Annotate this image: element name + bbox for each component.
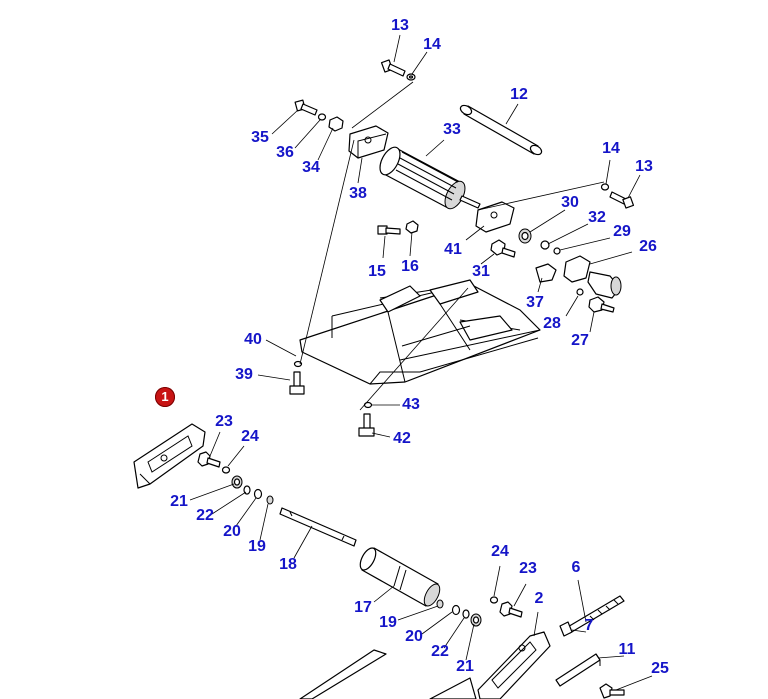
seal-30 [518, 228, 532, 244]
housing-26 [563, 255, 622, 299]
ring-19-left [266, 495, 274, 505]
callout-19-left[interactable]: 19 [248, 538, 266, 555]
callout-30[interactable]: 30 [561, 194, 579, 211]
bolt-35 [294, 99, 318, 116]
shaft-12 [459, 104, 543, 156]
main-part-badge[interactable]: 1 [155, 387, 175, 407]
callout-19-right[interactable]: 19 [379, 614, 397, 631]
bolt-23-left [197, 451, 221, 468]
callout-6[interactable]: 6 [571, 559, 581, 576]
callout-17[interactable]: 17 [354, 599, 372, 616]
washer-14-right [600, 183, 610, 191]
callout-32[interactable]: 32 [588, 209, 606, 226]
side-plate-1 [133, 423, 206, 489]
callout-13-upper[interactable]: 13 [391, 17, 409, 34]
callout-42[interactable]: 42 [393, 430, 411, 447]
main-frame [299, 279, 541, 385]
callout-22-left[interactable]: 22 [196, 507, 214, 524]
washer-24-left [221, 466, 231, 474]
washer-16 [405, 220, 419, 234]
bolt-39 [289, 371, 305, 395]
ring-20-right [451, 604, 461, 616]
ring-19-right [436, 599, 444, 609]
roller-17 [359, 547, 441, 607]
callout-12[interactable]: 12 [510, 86, 528, 103]
washer-36 [317, 113, 327, 121]
callout-11[interactable]: 11 [618, 641, 636, 658]
callout-38[interactable]: 38 [349, 185, 367, 202]
callout-20-right[interactable]: 20 [405, 628, 423, 645]
roller-33 [379, 146, 481, 210]
bolt-13-right [609, 191, 635, 209]
callout-13-right[interactable]: 13 [635, 158, 653, 175]
callout-23-right[interactable]: 23 [519, 560, 537, 577]
callout-43[interactable]: 43 [402, 396, 420, 413]
fitting-37 [535, 263, 557, 283]
bottom-plate [429, 677, 477, 699]
callout-34[interactable]: 34 [302, 159, 320, 176]
leader-lines-lower [189, 431, 653, 691]
washer-40 [293, 360, 303, 368]
washer-14-upper [406, 73, 416, 81]
bolt-23-right [499, 601, 523, 618]
callout-23-left[interactable]: 23 [215, 413, 233, 430]
callout-35[interactable]: 35 [251, 129, 269, 146]
callout-21-left[interactable]: 21 [170, 493, 188, 510]
callout-36[interactable]: 36 [276, 144, 294, 161]
ring-22-right [462, 609, 470, 619]
bolt-42 [358, 413, 375, 437]
callout-41[interactable]: 41 [444, 241, 462, 258]
callout-20-left[interactable]: 20 [223, 523, 241, 540]
bolt-15 [377, 225, 401, 235]
side-plate-2 [477, 631, 551, 699]
callout-14-right[interactable]: 14 [602, 140, 620, 157]
shaft-18 [279, 507, 357, 547]
callout-7[interactable]: 7 [584, 617, 594, 634]
seal-21-right [470, 613, 482, 627]
bottom-bar [299, 649, 387, 699]
callout-16[interactable]: 16 [401, 258, 419, 275]
bolt-25 [599, 683, 625, 699]
callout-2[interactable]: 2 [534, 590, 544, 607]
callout-27[interactable]: 27 [571, 332, 589, 349]
nut-34 [328, 116, 344, 132]
ring-20-left [253, 488, 263, 500]
callout-24-left[interactable]: 24 [241, 428, 259, 445]
leader-lines-upper [257, 34, 641, 438]
callout-40[interactable]: 40 [244, 331, 262, 348]
callout-31[interactable]: 31 [472, 263, 490, 280]
callout-14-upper[interactable]: 14 [423, 36, 441, 53]
callout-22-right[interactable]: 22 [431, 643, 449, 660]
washer-24-right [489, 596, 499, 604]
callout-18[interactable]: 18 [279, 556, 297, 573]
callout-28[interactable]: 28 [543, 315, 561, 332]
callout-21-right[interactable]: 21 [456, 658, 474, 675]
callout-33[interactable]: 33 [443, 121, 461, 138]
bracket-41 [475, 201, 515, 233]
bar-11 [555, 653, 601, 687]
callout-24-right[interactable]: 24 [491, 543, 509, 560]
ring-28 [576, 288, 584, 296]
ring-32 [540, 240, 550, 250]
bolt-13-upper [380, 59, 406, 77]
seal-21-left [231, 475, 243, 489]
bolt-31 [490, 239, 516, 258]
rod-6-7 [559, 595, 625, 637]
callout-25[interactable]: 25 [651, 660, 669, 677]
callout-29[interactable]: 29 [613, 223, 631, 240]
callout-15[interactable]: 15 [368, 263, 386, 280]
bracket-38 [348, 125, 389, 159]
callout-39[interactable]: 39 [235, 366, 253, 383]
ring-29 [553, 247, 561, 255]
callout-37[interactable]: 37 [526, 294, 544, 311]
bolt-27 [588, 296, 615, 313]
callout-26[interactable]: 26 [639, 238, 657, 255]
